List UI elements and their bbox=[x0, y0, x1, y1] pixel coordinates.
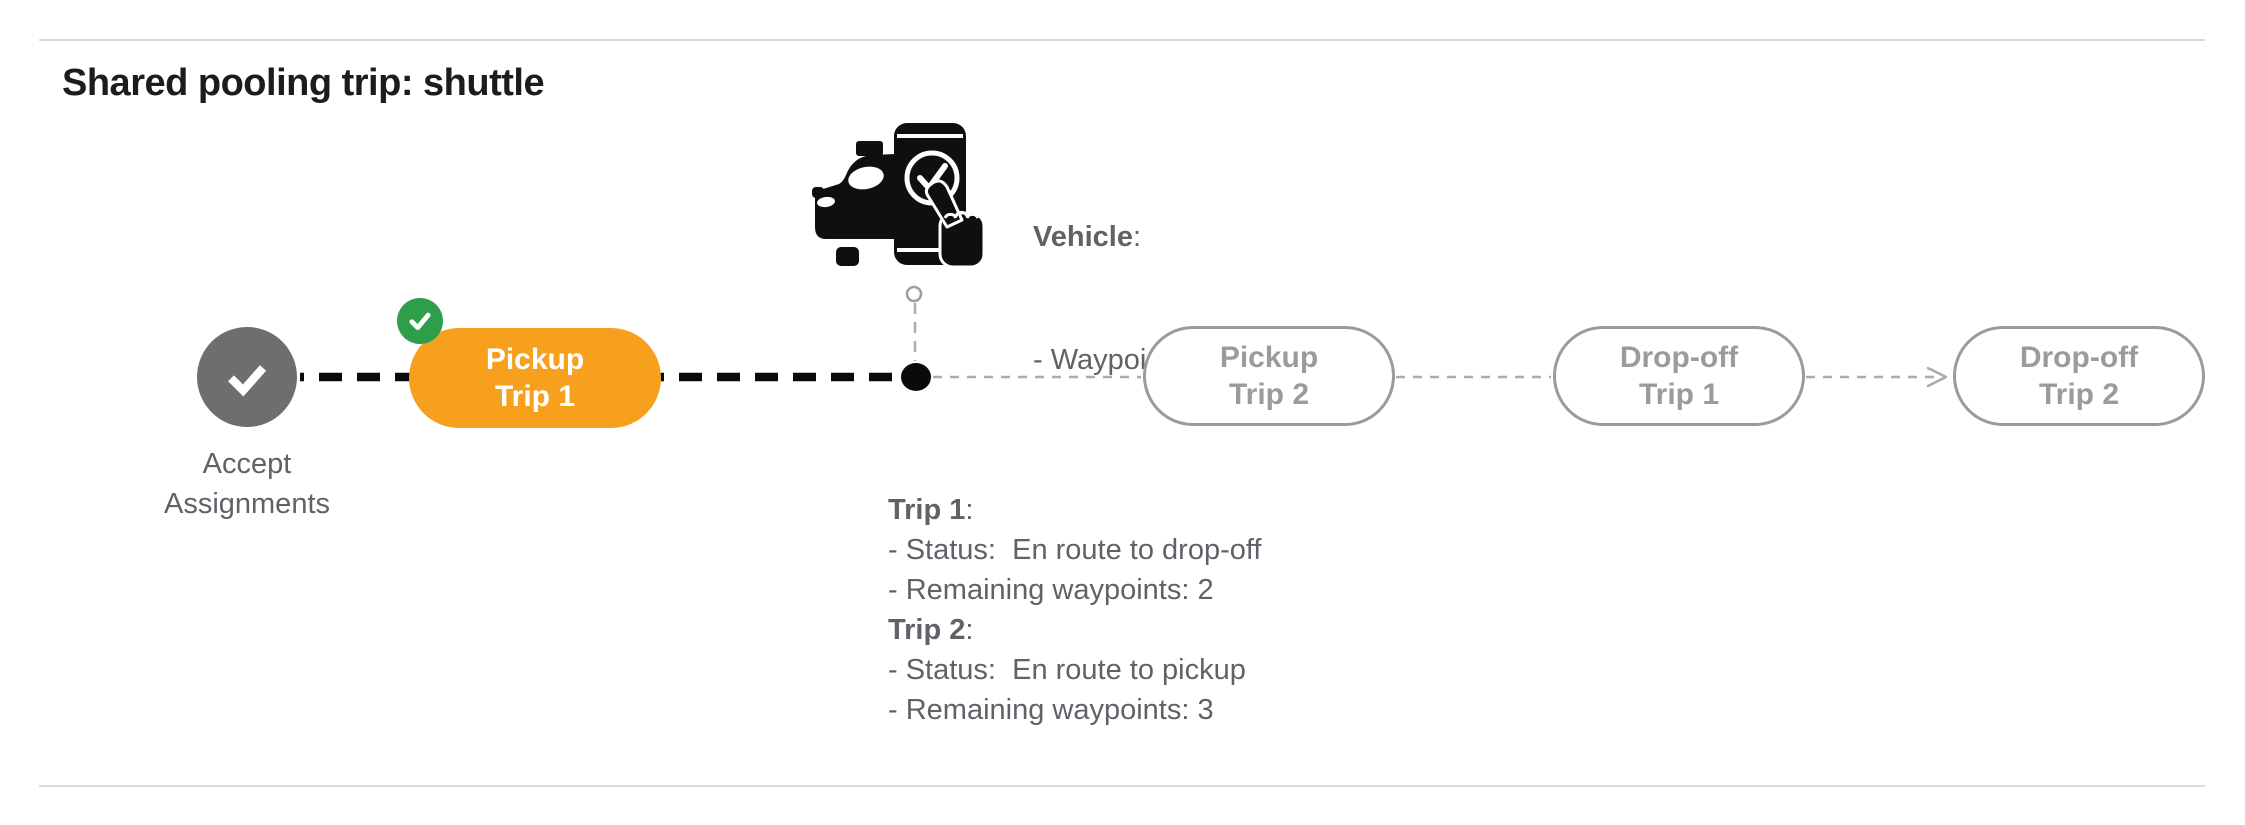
top-divider bbox=[39, 39, 2205, 41]
trip-1-heading: Trip 1: bbox=[888, 494, 974, 526]
trip-1-status: - Status: En route to drop-off bbox=[888, 534, 1262, 566]
accept-assignments-label: Accept Assignments bbox=[163, 448, 330, 520]
trip-2-status: - Status: En route to pickup bbox=[888, 654, 1246, 686]
stage-pill-dropoff-trip-1: Drop-off Trip 1 bbox=[1553, 326, 1805, 426]
stage-pill-pickup-trip-1: Pickup Trip 1 bbox=[409, 328, 661, 428]
trip-2-heading: Trip 2: bbox=[888, 614, 974, 646]
stage-pill-dropoff-trip-2: Drop-off Trip 2 bbox=[1953, 326, 2205, 426]
vehicle-label: Vehicle bbox=[1033, 221, 1133, 253]
trip-1-remaining-waypoints: - Remaining waypoints: 2 bbox=[888, 574, 1214, 606]
stage-pill-pickup-trip-2: Pickup Trip 2 bbox=[1143, 326, 1395, 426]
bottom-divider bbox=[39, 785, 2205, 787]
pointing-hand-icon bbox=[924, 179, 986, 269]
accept-assignments-node bbox=[197, 327, 297, 427]
check-badge-icon bbox=[409, 312, 431, 331]
vehicle-pointer-circle bbox=[905, 285, 923, 303]
vehicle-info-heading: Vehicle: bbox=[1033, 221, 1142, 253]
stage-completed-badge bbox=[397, 298, 443, 344]
vehicle-car-phone-check-icon bbox=[812, 123, 986, 269]
trip-2-remaining-waypoints: - Remaining waypoints: 3 bbox=[888, 694, 1214, 726]
page-title: Shared pooling trip: shuttle bbox=[62, 62, 545, 104]
trip-status-block: Trip 1: - Status: En route to drop-off -… bbox=[888, 490, 1261, 730]
arrowhead-icon bbox=[1926, 366, 1948, 388]
car-icon bbox=[812, 141, 896, 266]
current-position-dot bbox=[901, 363, 931, 391]
check-icon bbox=[228, 365, 267, 397]
